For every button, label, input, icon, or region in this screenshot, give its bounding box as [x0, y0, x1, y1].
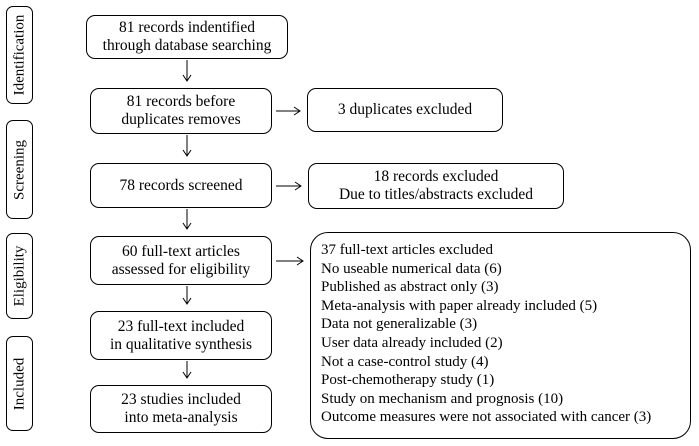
arrow-before-to-screened: [182, 135, 192, 157]
arrow-to-fulltext-excluded: [276, 256, 304, 266]
duplicates-excluded-line1: 3 duplicates excluded: [337, 101, 473, 118]
fulltext-assessed-line1: 60 full-text articles: [122, 242, 240, 260]
before-duplicates-box: 81 records before duplicates removes: [90, 88, 272, 134]
meta-analysis-line1: 23 studies included: [121, 391, 241, 408]
records-excluded-line1: 18 records excluded: [373, 168, 499, 185]
exclusion-reason: Published as abstract only (3): [321, 279, 499, 296]
phase-eligibility: Eligibility: [6, 233, 33, 319]
fulltext-assessed-box: 60 full-text articles assessed for eligi…: [90, 236, 272, 285]
arrow-screened-to-fulltext: [182, 209, 192, 230]
qualitative-box: 23 full-text included in qualitative syn…: [90, 311, 272, 360]
arrow-fulltext-to-qualitative: [182, 286, 192, 305]
fulltext-assessed-line2: assessed for eligibility: [111, 260, 251, 278]
duplicates-excluded-box: 3 duplicates excluded: [307, 88, 503, 132]
arrow-to-duplicates-excluded: [276, 106, 301, 116]
meta-analysis-box: 23 studies included into meta-analysis: [90, 385, 272, 433]
identified-line1: 81 records indentified: [118, 19, 255, 36]
before-duplicates-line2: duplicates removes: [121, 111, 241, 128]
qualitative-line1: 23 full-text included: [117, 317, 245, 335]
exclusion-reason: User data already included (2): [321, 334, 503, 351]
phase-identification: Identification: [6, 6, 33, 104]
records-excluded-line2: Due to titles/abstracts excluded: [338, 186, 534, 203]
fulltext-excluded-box: 37 full-text articles excluded No useabl…: [310, 232, 691, 439]
records-excluded-box: 18 records excluded Due to titles/abstra…: [308, 163, 564, 209]
exclusion-reason: Post-chemotherapy study (1): [321, 372, 495, 389]
phase-screening: Screening: [6, 120, 33, 219]
exclusion-reason: Meta-analysis with paper already include…: [321, 297, 598, 314]
exclusion-reason: No useable numerical data (6): [321, 260, 502, 277]
exclusion-reason: Not a case-control study (4): [321, 353, 489, 370]
exclusion-reason: Data not generalizable (3): [321, 316, 478, 333]
arrow-qualitative-to-meta: [182, 361, 192, 379]
arrow-to-records-excluded: [276, 181, 302, 191]
arrow-identified-to-before: [182, 60, 192, 82]
identified-box: 81 records indentified through database …: [86, 15, 288, 59]
meta-analysis-line2: into meta-analysis: [124, 409, 238, 426]
exclusion-reason: Outcome measures were not associated wit…: [321, 409, 652, 426]
screened-box: 78 records screened: [90, 163, 272, 208]
identified-line2: through database searching: [102, 37, 272, 54]
before-duplicates-line1: 81 records before: [126, 93, 236, 110]
exclusion-reason: Study on mechanism and prognosis (10): [321, 390, 564, 407]
screened-line1: 78 records screened: [119, 176, 243, 194]
phase-included: Included: [6, 336, 33, 431]
fulltext-excluded-title: 37 full-text articles excluded: [321, 242, 494, 258]
qualitative-line2: in qualitative synthesis: [109, 335, 253, 353]
